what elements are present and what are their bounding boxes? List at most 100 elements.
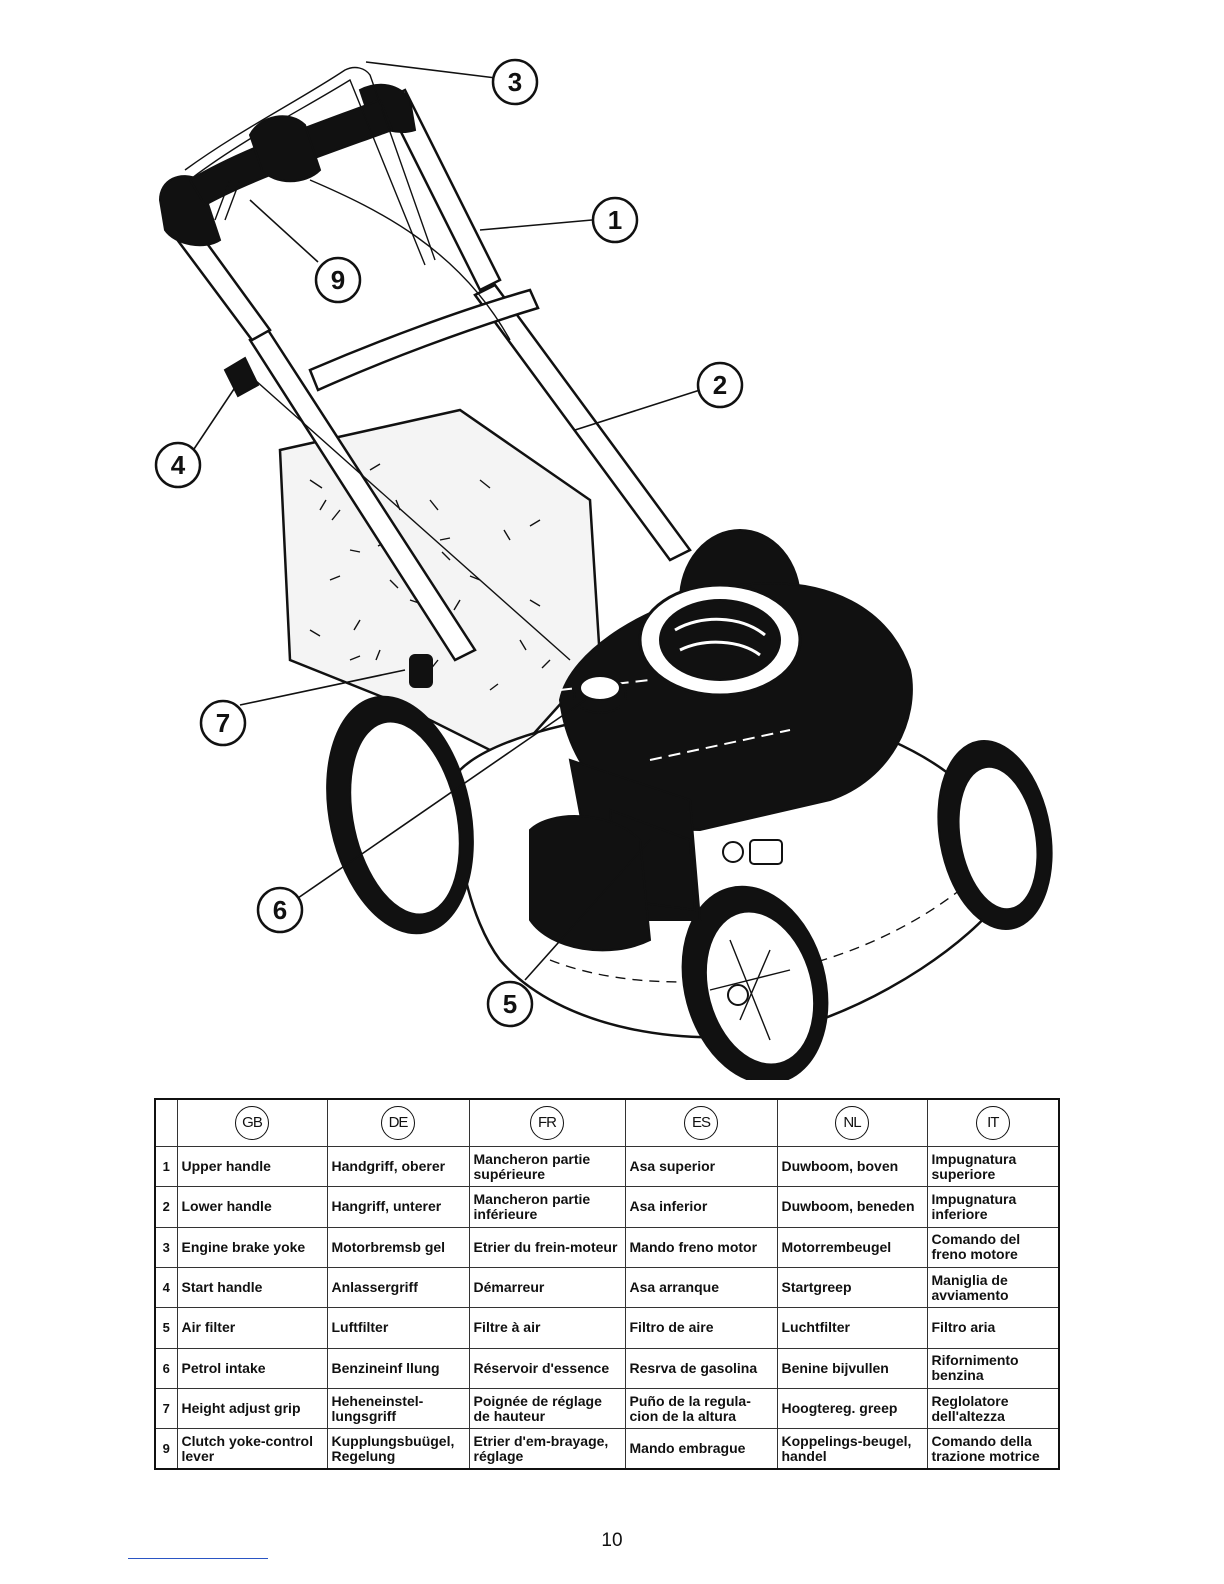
lang-badge: FR (530, 1106, 564, 1140)
lawn-mower-illustration: 3 1 9 2 4 7 6 5 (154, 58, 1053, 1080)
callout-4: 4 (154, 441, 202, 489)
header-lang-de: DE (326, 1098, 470, 1147)
cell-gb: Upper handle (176, 1145, 328, 1188)
cell-es: Puño de la regula-cion de la altura (624, 1387, 778, 1430)
part-number: 9 (154, 1428, 178, 1470)
table-row: 3 Engine brake yoke Motorbremsb gel Etri… (154, 1226, 1060, 1268)
cell-it: Rifornimento benzina (926, 1347, 1060, 1389)
cell-de: Motorbremsb gel (326, 1226, 470, 1268)
part-number: 4 (154, 1266, 178, 1309)
cell-nl: Koppelings-beugel, handel (776, 1428, 928, 1470)
cell-gb: Start handle (176, 1266, 328, 1309)
lang-badge: IT (975, 1106, 1010, 1140)
callout-1-label: 1 (608, 205, 622, 235)
header-lang-fr: FR (468, 1098, 626, 1147)
parts-translation-table: GB DE FR ES NL IT 1 Upper handle Handgri… (154, 1098, 1060, 1470)
part-number: 7 (154, 1387, 178, 1430)
cell-de: Benzineinf llung (326, 1347, 470, 1389)
header-number-cell (154, 1098, 178, 1147)
cell-es: Asa arranque (624, 1266, 778, 1309)
part-number: 5 (154, 1307, 178, 1349)
cell-es: Asa inferior (624, 1186, 778, 1228)
part-number: 1 (154, 1145, 178, 1188)
header-lang-es: ES (624, 1098, 778, 1147)
cell-de: Luftfilter (326, 1307, 470, 1349)
cell-gb: Engine brake yoke (176, 1226, 328, 1268)
start-handle (223, 356, 571, 661)
callout-7: 7 (199, 699, 247, 747)
cell-it: Comando del freno motore (926, 1226, 1060, 1268)
clutch-control (214, 115, 511, 341)
cell-nl: Luchtfilter (776, 1307, 928, 1349)
cell-gb: Petrol intake (176, 1347, 328, 1389)
cell-nl: Duwboom, boven (776, 1145, 928, 1188)
table-row: 7 Height adjust grip Heheneinstel-lungsg… (154, 1387, 1060, 1430)
cell-de: Anlassergriff (326, 1266, 470, 1309)
table-row: 4 Start handle Anlassergriff Démarreur A… (154, 1266, 1060, 1309)
cell-gb: Height adjust grip (176, 1387, 328, 1430)
cell-it: Maniglia de avviamento (926, 1266, 1060, 1309)
callout-4-label: 4 (171, 450, 186, 480)
cell-nl: Hoogtereg. greep (776, 1387, 928, 1430)
cell-nl: Motorrembeugel (776, 1226, 928, 1268)
lang-badge: NL (835, 1106, 869, 1140)
cell-it: Comando della trazione motrice (926, 1428, 1060, 1470)
cell-nl: Startgreep (776, 1266, 928, 1309)
cell-es: Filtro de aire (624, 1307, 778, 1349)
table-row: 1 Upper handle Handgriff, oberer Mancher… (154, 1145, 1060, 1188)
cell-fr: Etrier du frein-moteur (468, 1226, 626, 1268)
footer-rule (128, 1558, 268, 1559)
cell-it: Impugnatura superiore (926, 1145, 1060, 1188)
callout-3: 3 (491, 58, 539, 106)
engine (529, 582, 913, 952)
header-lang-it: IT (926, 1098, 1060, 1147)
header-lang-gb: GB (176, 1098, 328, 1147)
callout-9: 9 (314, 256, 362, 304)
table-row: 5 Air filter Luftfilter Filtre à air Fil… (154, 1307, 1060, 1349)
cell-it: Filtro aria (926, 1307, 1060, 1349)
cell-nl: Benine bijvullen (776, 1347, 928, 1389)
cell-it: Impugnatura inferiore (926, 1186, 1060, 1228)
cell-es: Asa superior (624, 1145, 778, 1188)
page-number: 10 (601, 1530, 623, 1551)
cell-fr: Filtre à air (468, 1307, 626, 1349)
callout-7-label: 7 (216, 708, 230, 738)
fuel-cap (573, 675, 627, 714)
callout-2: 2 (696, 361, 744, 409)
cell-de: Heheneinstel-lungsgriff (326, 1387, 470, 1430)
lang-badge: GB (235, 1106, 269, 1140)
part-number: 2 (154, 1186, 178, 1228)
cell-fr: Mancheron partie supérieure (468, 1145, 626, 1188)
header-lang-nl: NL (776, 1098, 928, 1147)
callout-5: 5 (486, 980, 534, 1028)
cell-fr: Etrier d'em-brayage, réglage (468, 1428, 626, 1470)
cell-fr: Poignée de réglage de hauteur (468, 1387, 626, 1430)
part-number: 6 (154, 1347, 178, 1389)
cell-de: Hangriff, unterer (326, 1186, 470, 1228)
callout-6-label: 6 (273, 895, 287, 925)
language-header-row: GB DE FR ES NL IT (154, 1098, 1060, 1147)
part-number: 3 (154, 1226, 178, 1268)
callout-1: 1 (591, 196, 639, 244)
cell-es: Resrva de gasolina (624, 1347, 778, 1389)
table-row: 9 Clutch yoke-control lever Kupplungsbuü… (154, 1428, 1060, 1470)
cell-es: Mando embrague (624, 1428, 778, 1470)
lang-badge: DE (381, 1106, 415, 1140)
lang-badge: ES (684, 1106, 718, 1140)
lower-handle (248, 283, 692, 662)
callout-6: 6 (256, 886, 304, 934)
table-row: 2 Lower handle Hangriff, unterer Mancher… (154, 1186, 1060, 1228)
cell-gb: Air filter (176, 1307, 328, 1349)
cell-es: Mando freno motor (624, 1226, 778, 1268)
front-right-wheel (937, 739, 1053, 931)
table-row: 6 Petrol intake Benzineinf llung Réservo… (154, 1347, 1060, 1389)
cell-it: Reglolatore dell'altezza (926, 1387, 1060, 1430)
cell-fr: Mancheron partie inférieure (468, 1186, 626, 1228)
cell-fr: Réservoir d'essence (468, 1347, 626, 1389)
cell-fr: Démarreur (468, 1266, 626, 1309)
callout-5-label: 5 (503, 989, 517, 1019)
callout-2-label: 2 (713, 370, 727, 400)
callout-3-label: 3 (508, 67, 522, 97)
rear-left-wheel (326, 695, 474, 935)
cell-nl: Duwboom, beneden (776, 1186, 928, 1228)
